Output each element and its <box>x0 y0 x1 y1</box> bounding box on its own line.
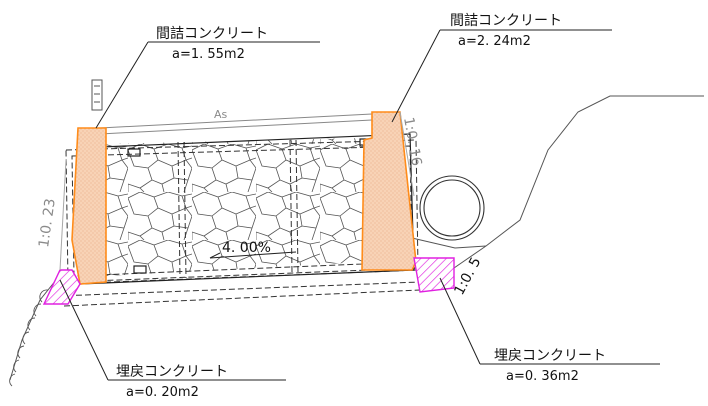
label-top-left-title: 間詰コンクリート <box>156 26 268 42</box>
slope-right-bottom-label: 1:0. 5 <box>451 255 484 298</box>
right-hillside-line <box>453 95 704 269</box>
label-bottom-left-title: 埋戻コンクリート <box>116 364 228 380</box>
leader-lines <box>59 29 660 381</box>
left-embankment-line <box>9 269 65 381</box>
backfill-concrete-right <box>413 257 455 293</box>
guardrail-post <box>91 79 103 111</box>
pavement-label: As <box>214 108 228 121</box>
infill-concrete-right <box>361 111 417 271</box>
backfill-concrete-left <box>42 269 81 305</box>
slope-left-label: 1:0. 23 <box>36 198 59 249</box>
slope-ticks <box>59 111 415 271</box>
label-top-right-title: 間詰コンクリート <box>450 13 562 29</box>
leader-bottom-left <box>59 279 286 381</box>
terrain-lines <box>9 95 704 381</box>
pavement-lines <box>99 113 373 135</box>
right-hillside-line-2 <box>411 237 487 249</box>
label-bottom-right-title: 埋戻コンクリート <box>494 348 606 364</box>
label-top-left-area: a=1. 55m2 <box>172 47 245 62</box>
left-embankment-scallops <box>9 289 49 387</box>
label-bottom-right-area: a=0. 36m2 <box>506 369 579 384</box>
infill-concrete-left <box>71 127 107 285</box>
stone-fill-body <box>104 138 364 276</box>
leader-top-right <box>391 29 612 123</box>
leader-top-left <box>95 41 320 129</box>
gradient-label: 4. 00% <box>222 240 271 256</box>
label-top-right-area: a=2. 24m2 <box>458 34 531 49</box>
label-bottom-left-area: a=0. 20m2 <box>126 385 199 400</box>
gradient-arrow <box>209 251 297 259</box>
leader-bottom-right <box>439 277 660 365</box>
drain-pipe <box>419 175 485 241</box>
